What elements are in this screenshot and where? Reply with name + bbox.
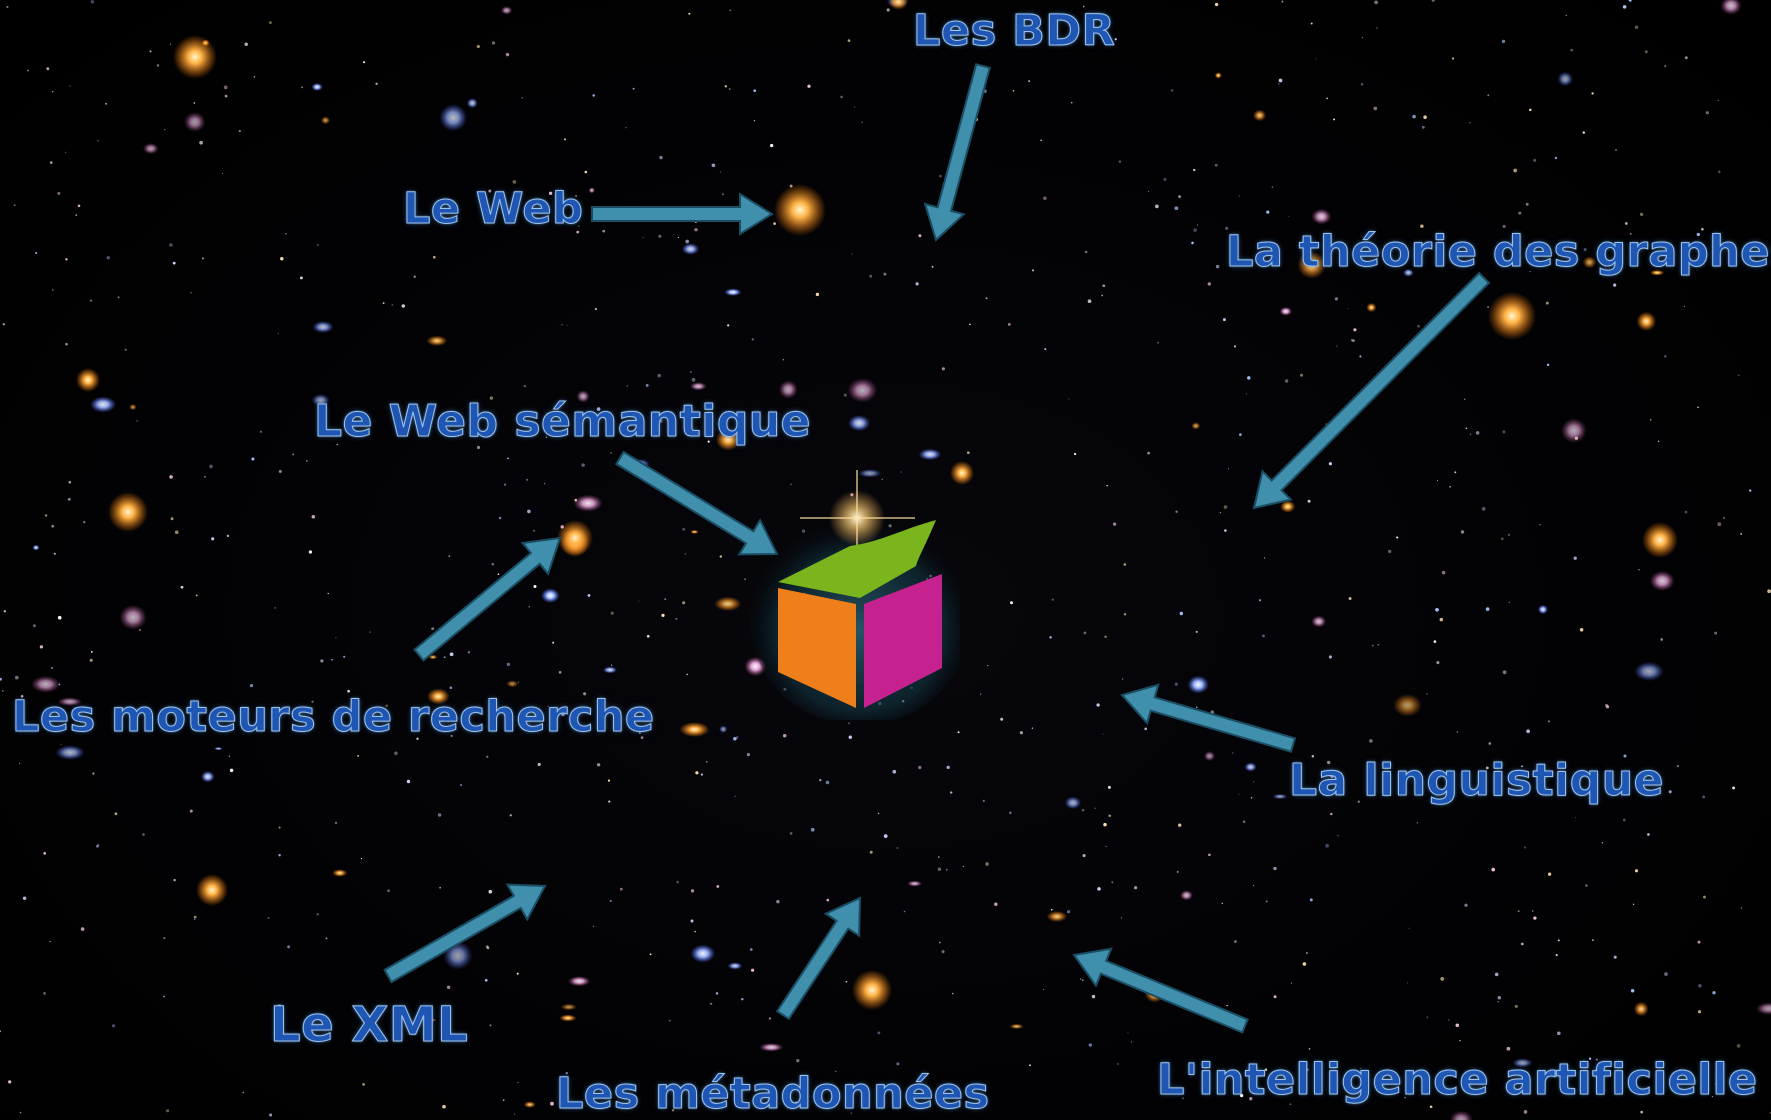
arrow-metadonnees <box>777 898 860 1019</box>
arrow-le-web <box>592 194 772 234</box>
arrow-moteurs <box>415 538 561 660</box>
arrow-ia <box>1074 949 1248 1033</box>
arrow-linguistique <box>1122 685 1295 752</box>
label-moteurs-de-recherche: Les moteurs de recherche <box>12 692 655 742</box>
label-linguistique: La linguistique <box>1289 755 1664 806</box>
label-metadonnees: Les métadonnées <box>556 1069 990 1119</box>
label-le-web: Le Web <box>403 184 583 234</box>
arrow-theorie-graphes <box>1254 273 1489 508</box>
arrow-les-bdr <box>925 64 990 240</box>
label-les-bdr: Les BDR <box>913 6 1115 56</box>
label-le-xml: Le XML <box>270 997 468 1053</box>
label-intelligence-artificielle: L'intelligence artificielle <box>1157 1055 1758 1105</box>
label-theorie-des-graphes: La théorie des graphes <box>1226 227 1771 277</box>
arrow-le-xml <box>385 885 546 983</box>
semantic-cube-logo <box>740 470 960 720</box>
label-web-semantique: Le Web sémantique <box>314 396 811 447</box>
